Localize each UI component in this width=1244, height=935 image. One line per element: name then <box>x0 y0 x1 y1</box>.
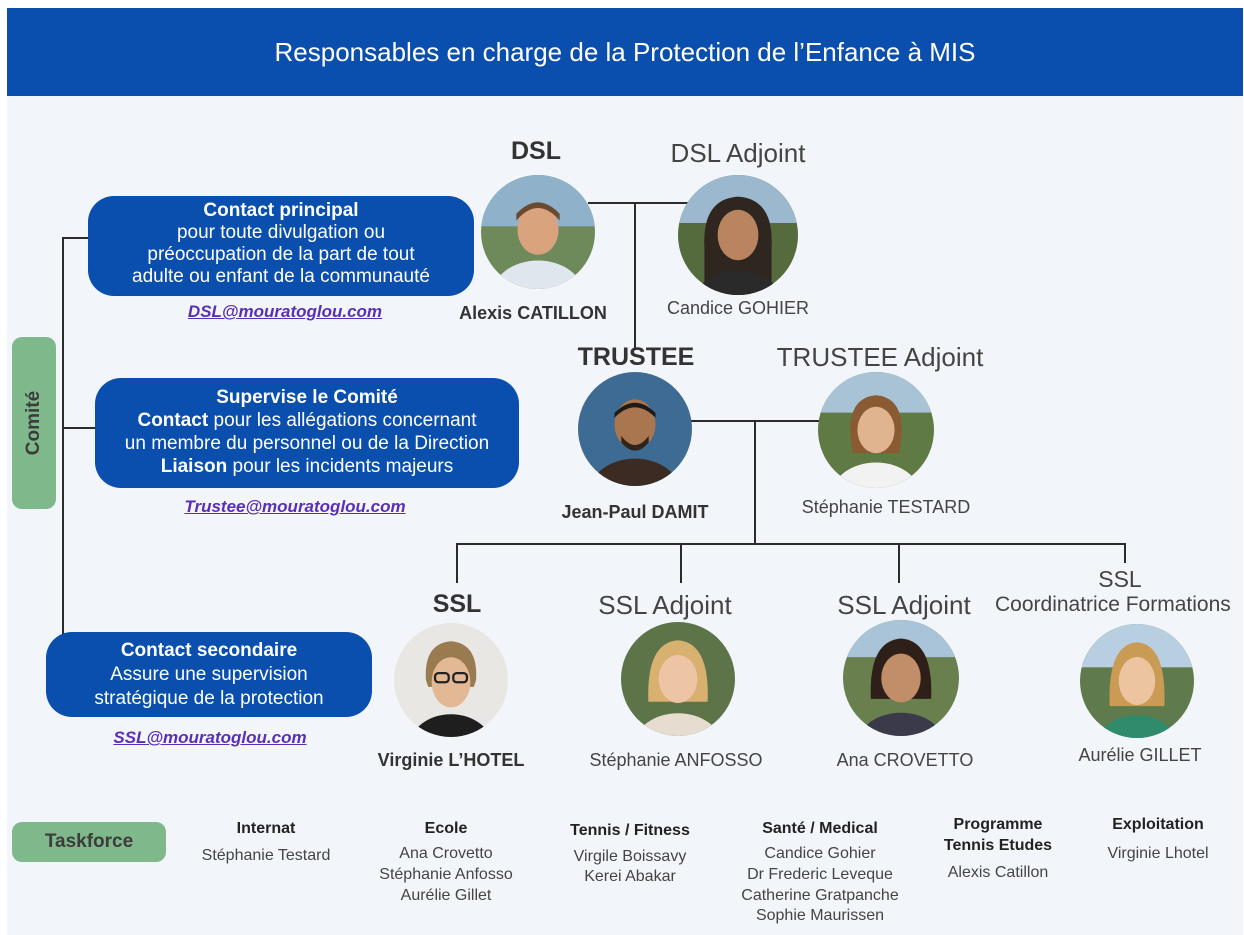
trustee-adjoint-name: Stéphanie TESTARD <box>801 497 971 517</box>
ssl-coord-name: Aurélie GILLET <box>1078 745 1202 765</box>
comite-label: Comité <box>23 390 44 456</box>
taskforce-member: Stéphanie Anfosso <box>379 866 513 883</box>
contact-principal-title: Contact principal <box>203 200 359 221</box>
supervise-title: Supervise le Comité <box>216 387 398 408</box>
taskforce-title: Ecole <box>424 820 468 837</box>
taskforce-member: Virgile Boissavy <box>573 848 687 865</box>
ssl-coord-photo <box>1080 624 1194 738</box>
taskforce-member: Stéphanie Testard <box>201 847 331 864</box>
taskforce-title-line2: Tennis Etudes <box>943 837 1053 854</box>
ssl-adjoint-2-role: SSL Adjoint <box>837 590 971 620</box>
taskforce-member: Virginie Lhotel <box>1107 845 1209 862</box>
ssl-adjoint-2-photo <box>843 620 959 736</box>
supervise-box: Supervise le Comité Contact pour les all… <box>95 378 519 488</box>
taskforce-title: Tennis / Fitness <box>570 822 690 839</box>
comite-pill: Comité <box>12 337 56 509</box>
supervise-line3: Liaison pour les incidents majeurs <box>160 456 454 477</box>
contact-secondaire-line2: stratégique de la protection <box>94 688 324 709</box>
ssl-adjoint-1-role: SSL Adjoint <box>598 590 732 620</box>
trustee-email-link[interactable]: Trustee@mouratoglou.com <box>184 497 406 516</box>
contact-principal-line1: pour toute divulgation ou <box>176 222 386 243</box>
ssl-adjoint-1-photo <box>621 622 735 736</box>
taskforce-title: Exploitation <box>1112 816 1204 833</box>
taskforce-member: Kerei Abakar <box>584 868 676 885</box>
dsl-adjoint-photo <box>678 175 798 295</box>
trustee-adjoint-role: TRUSTEE Adjoint <box>776 342 984 372</box>
taskforce-title: Programme <box>953 816 1043 833</box>
supervise-line2: un membre du personnel ou de la Directio… <box>124 433 490 454</box>
supervise-line1: Contact pour les allégations concernant <box>137 410 477 431</box>
contact-secondaire-line1: Assure une supervision <box>110 664 308 685</box>
ssl-adjoint-1-name: Stéphanie ANFOSSO <box>589 750 763 770</box>
taskforce-member: Ana Crovetto <box>399 845 493 862</box>
taskforce-pill: Taskforce <box>12 822 166 862</box>
trustee-photo <box>578 372 692 486</box>
dsl-email-link[interactable]: DSL@mouratoglou.com <box>187 302 383 321</box>
contact-principal-line2: préoccupation de la part de tout <box>147 244 415 265</box>
trustee-name: Jean-Paul DAMIT <box>561 502 709 522</box>
ssl-name: Virginie L’HOTEL <box>377 750 525 770</box>
header-banner: Responsables en charge de la Protection … <box>7 8 1243 96</box>
ssl-adjoint-2-name: Ana CROVETTO <box>836 750 974 770</box>
taskforce-member: Aurélie Gillet <box>400 887 492 904</box>
trustee-adjoint-photo <box>818 372 934 488</box>
dsl-adjoint-name: Candice GOHIER <box>666 298 810 318</box>
contact-principal-box: Contact principal pour toute divulgation… <box>88 196 474 296</box>
contact-principal-line3: adulte ou enfant de la communauté <box>132 266 430 287</box>
contact-secondaire-box: Contact secondaire Assure une supervisio… <box>46 632 372 717</box>
trustee-role: TRUSTEE <box>577 343 695 371</box>
dsl-name: Alexis CATILLON <box>459 303 607 323</box>
contact-secondaire-title: Contact secondaire <box>120 640 298 661</box>
taskforce-member: Candice Gohier <box>764 845 876 862</box>
ssl-coord-role: SSL <box>1098 566 1142 592</box>
dsl-adjoint-role: DSL Adjoint <box>670 138 806 168</box>
taskforce-member: Alexis Catillon <box>947 864 1049 881</box>
taskforce-title: Santé / Medical <box>762 820 878 837</box>
ssl-role: SSL <box>432 590 482 618</box>
dsl-role: DSL <box>511 137 561 165</box>
taskforce-member: Catherine Gratpanche <box>741 887 899 904</box>
taskforce-title: Internat <box>236 820 296 837</box>
ssl-photo <box>394 623 508 737</box>
ssl-email-link[interactable]: SSL@mouratoglou.com <box>113 728 307 747</box>
ssl-coord-role-line2: Coordinatrice Formations <box>995 593 1231 616</box>
taskforce-member: Sophie Maurissen <box>755 907 885 924</box>
dsl-photo <box>481 175 595 289</box>
page-title: Responsables en charge de la Protection … <box>274 37 976 67</box>
taskforce-member: Dr Frederic Leveque <box>747 866 893 883</box>
